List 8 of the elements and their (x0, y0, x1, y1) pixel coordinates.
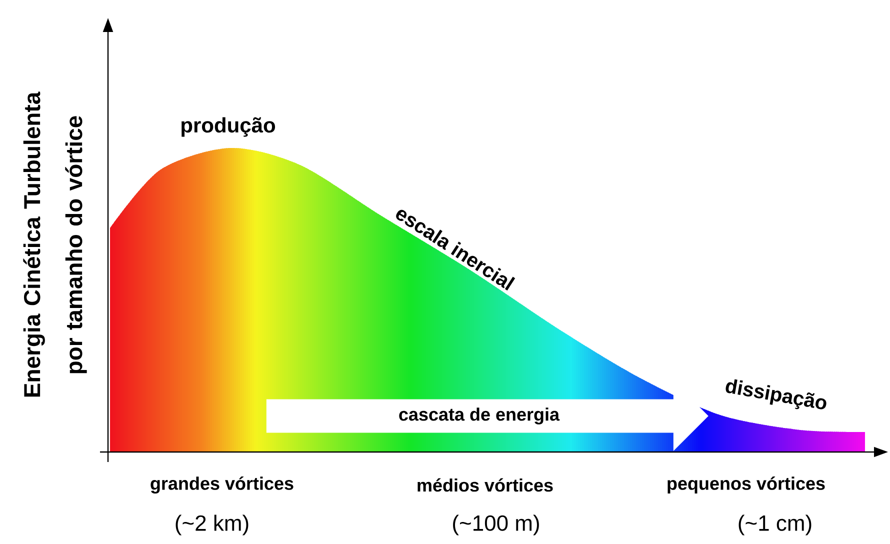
axis-category-label: médios vórtices (418, 478, 553, 492)
scale-label: (~2 km) (176, 514, 248, 536)
stage-label: produção (182, 117, 276, 137)
axis-category-label: grandes vórtices (150, 476, 294, 494)
axis-title: Energia Cinética Turbulenta por tamanho do vórtice (23, 92, 87, 397)
scale-label: (~100 m) (453, 514, 539, 536)
scale-label: (~1 cm) (738, 514, 812, 536)
axis-category-label: pequenos vórtices (668, 476, 825, 494)
